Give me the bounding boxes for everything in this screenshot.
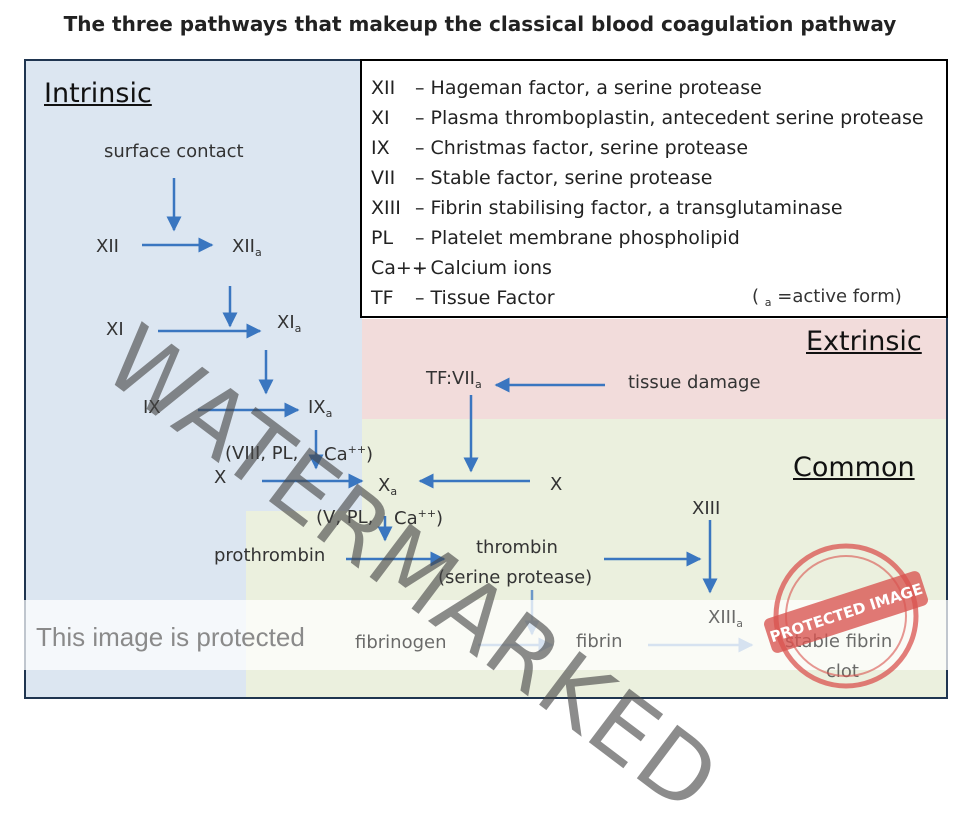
node-xiiia: XIIIa	[708, 607, 743, 630]
bracket-close: )	[366, 444, 374, 465]
note-text: =active form)	[777, 286, 902, 307]
node-xa-label: X	[378, 475, 391, 496]
legend-code: XII	[371, 77, 396, 99]
legend-desc: – Stable factor, serine protease	[415, 167, 713, 189]
node-tissue-damage: tissue damage	[628, 372, 761, 393]
node-x-right: X	[550, 474, 563, 495]
legend-row: IX – Christmas factor, serine protease	[371, 137, 748, 159]
legend-desc: – Calcium ions	[415, 257, 552, 279]
calcium-charge: ++	[347, 443, 367, 456]
node-xa: Xa	[378, 475, 397, 498]
bracket-close: )	[436, 508, 444, 529]
node-xia: XIa	[277, 312, 301, 335]
node-calcium-1: Ca++)	[324, 443, 373, 465]
intrinsic-heading: Intrinsic	[44, 78, 152, 109]
node-ixa: IXa	[308, 397, 332, 420]
legend-box: XII – Hageman factor, a serine protease X…	[360, 59, 948, 318]
node-ix: IX	[143, 397, 161, 418]
diagram-title: The three pathways that makeup the class…	[63, 12, 897, 36]
legend-desc: – Plasma thromboplastin, antecedent seri…	[415, 107, 924, 129]
node-prothrombin: prothrombin	[214, 545, 326, 566]
node-xiia-label: XII	[232, 236, 255, 257]
node-cofactors-2: (V, PL,	[316, 507, 374, 528]
legend-row: TF – Tissue Factor	[371, 287, 555, 309]
extrinsic-heading: Extrinsic	[806, 326, 922, 357]
node-xiia: XIIa	[232, 236, 262, 259]
node-ixa-label: IX	[308, 397, 326, 418]
node-xi: XI	[106, 319, 124, 340]
legend-row: XI – Plasma thromboplastin, antecedent se…	[371, 107, 924, 129]
node-fibrin: fibrin	[576, 631, 623, 652]
legend-desc: – Fibrin stabilising factor, a transglut…	[415, 197, 843, 219]
legend-row: XIII – Fibrin stabilising factor, a trans…	[371, 197, 843, 219]
node-x-left: X	[214, 467, 227, 488]
note-subscript: a	[764, 296, 772, 309]
note-open: (	[752, 286, 760, 307]
legend-desc: – Christmas factor, serine protease	[415, 137, 749, 159]
legend-row: VII – Stable factor, serine protease	[371, 167, 712, 189]
active-subscript: a	[736, 617, 744, 630]
node-xiiia-label: XIII	[708, 607, 737, 628]
legend-code: XIII	[371, 197, 401, 219]
legend-row: PL – Platelet membrane phospholipid	[371, 227, 740, 249]
legend-active-note: ( a =active form)	[752, 286, 928, 309]
active-subscript: a	[474, 378, 482, 391]
legend-code: Ca++	[371, 257, 428, 279]
legend-desc: – Platelet membrane phospholipid	[415, 227, 740, 249]
calcium-label: Ca	[394, 508, 418, 529]
node-xia-label: XI	[277, 312, 295, 333]
extrinsic-zone	[362, 319, 946, 419]
legend-code: PL	[371, 227, 394, 249]
legend-row: Ca++– Calcium ions	[371, 257, 552, 279]
active-subscript: a	[325, 407, 333, 420]
node-tf-viia-label: TF:VII	[426, 368, 475, 389]
node-cofactors-1: (VIII, PL,	[225, 443, 299, 464]
node-fibrinogen: fibrinogen	[355, 632, 447, 653]
legend-desc: – Hageman factor, a serine protease	[415, 77, 762, 99]
legend-code: XI	[371, 107, 390, 129]
active-subscript: a	[390, 485, 398, 498]
legend-desc: – Tissue Factor	[415, 287, 555, 309]
legend-row: XII – Hageman factor, a serine protease	[371, 77, 762, 99]
protection-stamp: PROTECTED IMAGE	[764, 543, 928, 689]
node-xii: XII	[96, 236, 119, 257]
legend-code: VII	[371, 167, 396, 189]
protection-banner-text: This image is protected	[36, 622, 305, 652]
node-thrombin: thrombin	[476, 537, 558, 558]
active-subscript: a	[294, 322, 302, 335]
legend-code: IX	[371, 137, 390, 159]
node-tf-viia: TF:VIIa	[426, 368, 482, 391]
calcium-charge: ++	[417, 507, 437, 520]
node-xiii: XIII	[692, 498, 721, 519]
node-surface-contact: surface contact	[104, 141, 244, 162]
legend-code: TF	[371, 287, 394, 309]
node-thrombin-note: (serine protease)	[438, 567, 593, 588]
active-subscript: a	[254, 246, 262, 259]
calcium-label: Ca	[324, 444, 348, 465]
common-heading: Common	[793, 452, 915, 483]
node-calcium-2: Ca++)	[394, 507, 443, 529]
